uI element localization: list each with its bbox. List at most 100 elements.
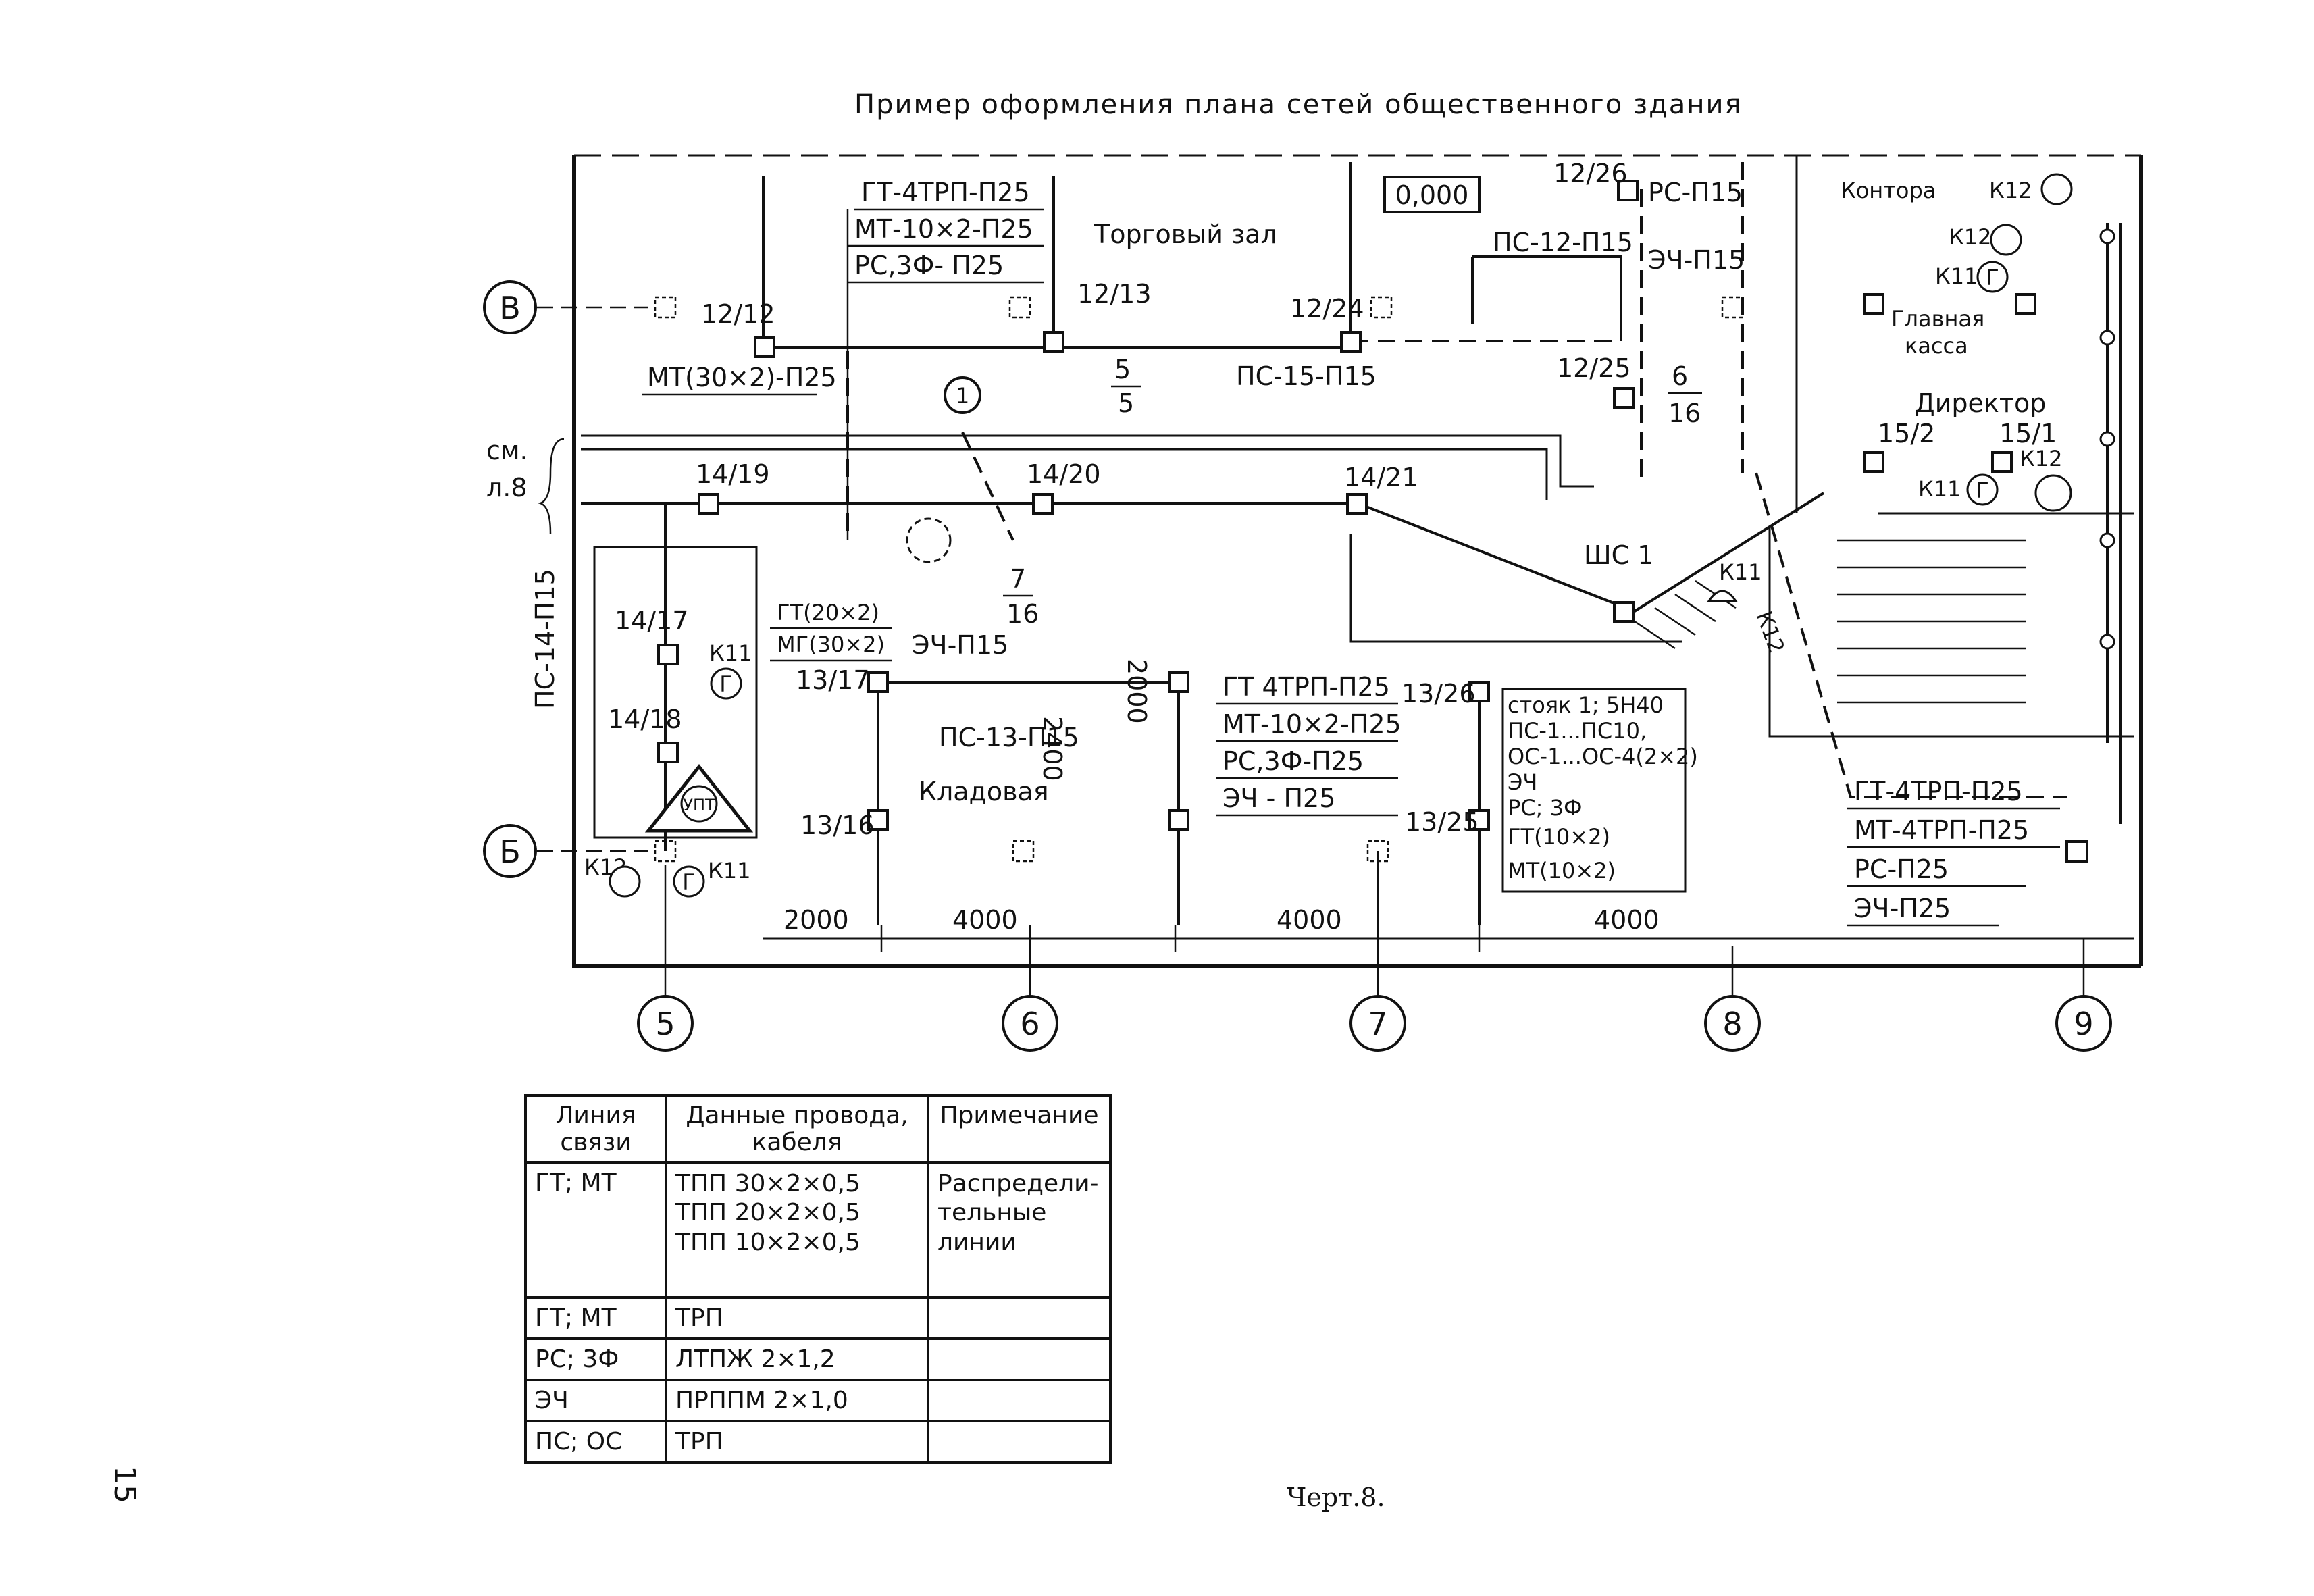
device-k11-cashier: К11 Г <box>1935 261 2009 293</box>
cb-tl-1: ГТ-4ТРП-П25 <box>861 178 1030 207</box>
see-sheet-2: л.8 <box>486 473 528 503</box>
page-number: 15 <box>107 1466 142 1503</box>
cable-diagonal <box>1357 492 1825 613</box>
node-14-18: 14/18 <box>608 704 682 734</box>
marker-1: 1 <box>906 376 981 563</box>
box-13-16 <box>867 809 889 831</box>
outer-wall <box>572 155 2141 968</box>
legend-note-cell <box>927 1337 1112 1382</box>
legend-header-cable: Данные провода, кабеля <box>665 1093 929 1164</box>
fraction-7-16: 7 16 <box>1003 564 1039 629</box>
dim-4000-c: 4000 <box>1594 905 1660 935</box>
cb-riser-7: МТ(10×2) <box>1508 858 1616 883</box>
box-12-24 <box>1340 331 1362 353</box>
line-ps13: ПС-13-П15 <box>939 723 1079 752</box>
box-12-25 <box>1613 387 1635 409</box>
node-12-12: 12/12 <box>701 299 775 329</box>
box-15-2 <box>1863 451 1884 473</box>
box-14-20 <box>1032 493 1054 515</box>
box-15-1 <box>1991 451 2013 473</box>
axis-col-9: 9 <box>2055 995 2112 1052</box>
axis-row-v: В <box>483 280 648 334</box>
axis-col-7: 7 <box>1349 995 1406 1052</box>
cable-ps12 <box>1471 255 1622 338</box>
cable-left-links <box>846 351 1014 541</box>
dimension-line: 2000 4000 4000 4000 2000 2400 <box>763 659 1763 952</box>
legend-note-value: Распредели- <box>937 1170 1099 1198</box>
cable-block-top-left: ГТ-4ТРП-П25 МТ-10×2-П25 РС,3Ф- П25 <box>846 178 1044 540</box>
cb-mid-3: РС,3Ф-П25 <box>1223 746 1364 776</box>
box-12-12 <box>754 336 775 358</box>
device-k11-stairs: К11 <box>1707 559 1762 602</box>
fraction-6-den: 16 <box>1668 398 1701 428</box>
cb-riser-3: ОС-1...ОС-4(2×2) <box>1508 744 1698 769</box>
axis-row-b-label: Б <box>499 833 521 870</box>
device-k11-director: К11 Г <box>1918 473 1999 506</box>
room-office: Контора <box>1841 178 1936 203</box>
device-k11-director-label: К11 <box>1918 476 1961 502</box>
see-sheet-1: см. <box>486 436 528 465</box>
device-g-director: Г <box>1976 478 1989 503</box>
legend-cable-value: ТПП 10×2×0,5 <box>675 1228 860 1256</box>
room-sales-hall: Торговый зал <box>1094 220 1277 249</box>
cable-to-right-block <box>1755 472 2067 798</box>
legend-row: ГТ; МТ ТПП 30×2×0,5 ТПП 20×2×0,5 ТПП 10×… <box>524 1161 1112 1299</box>
node-12-25: 12/25 <box>1557 353 1631 383</box>
cb-mid-2: МТ-10×2-П25 <box>1223 709 1402 739</box>
node-13-26: 13/26 <box>1402 679 1476 709</box>
device-k11-bottom: Г К11 <box>673 858 750 898</box>
axis-col-8: 8 <box>1704 995 1761 1052</box>
axis-col-5-label: 5 <box>655 1006 675 1042</box>
axis-col-5: 5 <box>637 995 694 1052</box>
line-ps15: ПС-15-П15 <box>1236 361 1377 391</box>
node-13-16: 13/16 <box>800 810 875 840</box>
device-upt: УПТ <box>644 763 754 833</box>
legend-cable-value: ТПП 20×2×0,5 <box>675 1199 860 1227</box>
cb-tl-3: РС,3Ф- П25 <box>854 251 1004 280</box>
axis-col-6-label: 6 <box>1020 1006 1039 1042</box>
box-12-13 <box>1043 331 1064 353</box>
node-12-13: 12/13 <box>1077 279 1152 309</box>
legend-cable-cell: ТПП 30×2×0,5 ТПП 20×2×0,5 ТПП 10×2×0,5 <box>665 1161 929 1299</box>
legend-table: Линия связи Данные провода, кабеля Приме… <box>524 1093 1112 1464</box>
legend-line-cell: ЭЧ <box>524 1379 667 1423</box>
legend-cable-cell: ПРППМ 2×1,0 <box>665 1379 929 1423</box>
fraction-6-num: 6 <box>1672 361 1688 391</box>
legend-note-cell <box>927 1379 1112 1423</box>
device-k12-cashier-label: К12 <box>1949 224 1991 250</box>
corridor-line-1 <box>581 434 1594 488</box>
right-wall-nodes <box>2099 228 2115 650</box>
cb-tl-2: МТ-10×2-П25 <box>854 214 1033 244</box>
legend-cable-value: ТПП 30×2×0,5 <box>675 1170 860 1198</box>
stair-wall <box>1349 534 1682 643</box>
room-storage: Кладовая <box>919 777 1049 806</box>
fraction-7-den: 16 <box>1006 599 1039 629</box>
device-upt-label: УПТ <box>683 796 715 815</box>
cable-office-risers <box>1640 162 1744 486</box>
cb-right-2: МТ-4ТРП-П25 <box>1854 815 2029 845</box>
cb-mid-4: ЭЧ - П25 <box>1223 783 1335 813</box>
floor-plan: В Б 5 6 7 8 9 2000 4000 400 <box>483 154 2143 1052</box>
device-k12-bottom: К12 <box>584 854 641 898</box>
box-mid-top <box>1168 671 1189 693</box>
cb-li-3: ЭЧ-П15 <box>912 630 1008 660</box>
marker-1-label: 1 <box>956 383 969 409</box>
node-12-24: 12/24 <box>1290 294 1364 324</box>
device-k12-office: К12 <box>1989 173 2073 205</box>
cable-block-right: ГТ-4ТРП-П25 МТ-4ТРП-П25 РС-П25 ЭЧ-П25 <box>1847 777 2060 927</box>
device-g-cashier: Г <box>1986 265 1999 290</box>
cb-li-1: ГТ(20×2) <box>777 600 879 625</box>
cb-riser-5: РС; 3Ф <box>1508 795 1583 821</box>
legend-cable-cell: ТРП <box>665 1420 929 1464</box>
dim-4000-b: 4000 <box>1277 905 1342 935</box>
level-mark-text: 0,000 <box>1395 180 1469 210</box>
box-13-25 <box>1468 809 1490 831</box>
drawing-reference: Черт.8. <box>1287 1483 1385 1512</box>
box-14-18 <box>657 742 679 763</box>
node-15-2: 15/2 <box>1878 419 1935 448</box>
cable-block-left-inner: ГТ(20×2) МГ(30×2) ЭЧ-П15 <box>770 600 1008 662</box>
axis-row-b: Б <box>483 824 648 878</box>
document-title: Пример оформления плана сетей общественн… <box>854 89 1743 120</box>
cb-li-2: МГ(30×2) <box>777 632 885 657</box>
cb-riser-2: ПС-1...ПС10, <box>1508 718 1647 744</box>
